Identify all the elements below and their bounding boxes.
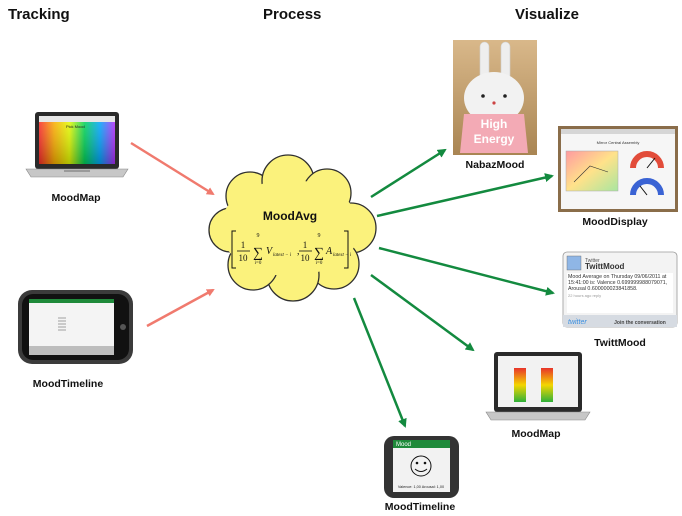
label-moodmap-output: MoodMap	[512, 428, 561, 440]
moodtimeline-output-phone-icon	[384, 436, 459, 498]
moodavg-cloud	[208, 154, 377, 302]
twitter-logo: twitter	[568, 319, 587, 326]
svg-text:1: 1	[303, 240, 308, 250]
arrow-to-moodtimeline-output	[352, 297, 407, 428]
svg-text:9: 9	[257, 233, 260, 239]
arrow-to-nabazmood	[370, 148, 447, 199]
header-process: Process	[263, 6, 321, 23]
arrow-to-mooddisplay	[376, 173, 554, 218]
mooddisplay-screen-icon	[558, 126, 678, 212]
moodtimeline-phone-icon	[18, 290, 133, 364]
twitt-text-box: Mood Average on Thursday 09/06/2011 at 1…	[568, 274, 668, 298]
svg-text:∑: ∑	[314, 246, 324, 261]
mooddisplay-screen-title: Mirror Central Assembly	[597, 140, 640, 145]
arrow-to-moodmap-output	[370, 273, 475, 352]
moodavg-title: MoodAvg	[263, 209, 317, 223]
twitt-time: 22 hours ago reply	[568, 292, 602, 298]
svg-text:latest − i: latest − i	[273, 253, 292, 258]
arrow-moodmap-to-moodavg	[130, 141, 215, 196]
nabaz-screen-line2: Energy	[474, 132, 515, 146]
svg-text:latest − i: latest − i	[333, 253, 352, 258]
moodmap-laptop-icon	[25, 112, 129, 178]
arrow-to-twittmood	[378, 246, 555, 296]
header-visualize: Visualize	[515, 6, 579, 23]
twitt-name: TwittMood	[585, 262, 625, 271]
twitt-brand: Twitter	[585, 258, 600, 264]
moodmap-output-laptop-icon	[485, 352, 591, 421]
svg-text:1: 1	[241, 240, 246, 250]
label-mooddisplay: MoodDisplay	[582, 216, 647, 228]
svg-text:A: A	[325, 246, 333, 257]
svg-text:9: 9	[318, 233, 321, 239]
arrow-moodtimeline-to-moodavg	[146, 288, 215, 328]
timeline-app-title: Mood	[396, 442, 411, 448]
label-moodtimeline-output: MoodTimeline	[385, 501, 456, 513]
moodavg-formula: 1 10 9 ∑ i=0 V latest − i , 1 10 9 ∑ i=0…	[231, 230, 352, 269]
twittmood-card	[562, 251, 678, 328]
twitt-cta[interactable]: Join the conversation	[614, 320, 666, 326]
svg-text:10: 10	[301, 253, 311, 263]
header-tracking: Tracking	[8, 6, 70, 23]
label-moodmap-input: MoodMap	[52, 192, 101, 204]
moodmap-screen-title: Pick Mood	[66, 124, 85, 129]
svg-text:,: ,	[297, 246, 300, 257]
svg-text:∑: ∑	[253, 246, 263, 261]
svg-text:i=0: i=0	[316, 261, 323, 266]
nabaz-screen-line1: High	[481, 117, 508, 131]
timeline-status: Valence: 1,00 Arousal: 1,00	[398, 485, 444, 489]
label-moodtimeline-input: MoodTimeline	[33, 378, 104, 390]
label-nabazmood: NabazMood	[466, 159, 525, 171]
twitt-text: Mood Average on Thursday 09/06/2011 at 1…	[568, 274, 668, 293]
nabaztag-rabbit-icon	[453, 40, 537, 155]
label-twittmood: TwittMood	[594, 337, 646, 349]
svg-text:V: V	[266, 246, 274, 257]
svg-text:10: 10	[239, 253, 249, 263]
svg-text:i=0: i=0	[255, 261, 262, 266]
